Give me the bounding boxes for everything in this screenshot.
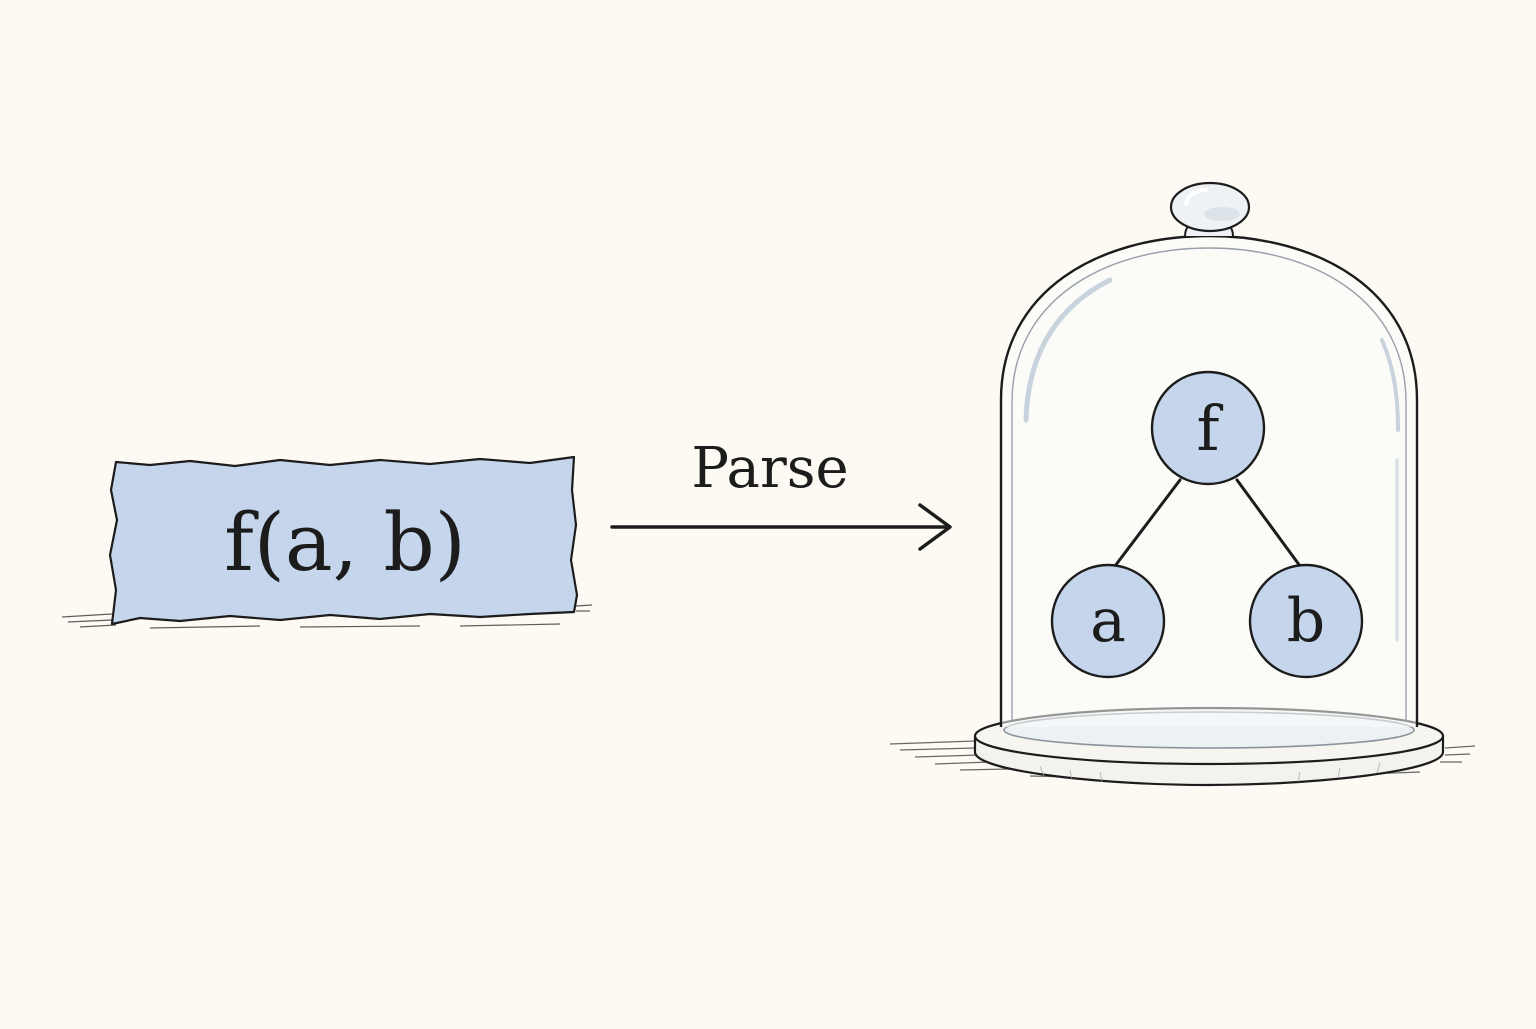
- tree-node-left-label: a: [1090, 586, 1126, 656]
- tree-node-right: b: [1248, 563, 1364, 679]
- dome-highlight-left: [1023, 277, 1113, 423]
- dome-base-texture: [1039, 762, 1381, 783]
- edge-f-a: [1113, 478, 1182, 568]
- tree-node-root: f: [1150, 370, 1266, 486]
- glass-dome-group: [889, 181, 1476, 787]
- tree-node-right-label: b: [1287, 586, 1325, 656]
- dome-knob-shade: [1204, 207, 1240, 221]
- dome-knob-highlight: [1184, 188, 1208, 206]
- expression-text: f(a, b): [224, 496, 466, 589]
- paper-shadow-hatching: [61, 604, 593, 629]
- tree-node-left: a: [1050, 563, 1166, 679]
- expression-paper-group: f(a, b): [61, 455, 593, 629]
- parse-label: Parse: [691, 436, 848, 501]
- edge-f-b: [1235, 478, 1302, 568]
- dome-highlight-right: [1380, 338, 1400, 432]
- dome-knob: [1169, 181, 1251, 233]
- parse-arrow-head: [918, 503, 952, 551]
- tree-node-root-label: f: [1197, 392, 1224, 465]
- parse-arrow-group: Parse: [610, 436, 952, 551]
- syntax-tree: f a b: [1050, 370, 1364, 679]
- expression-paper: [108, 455, 579, 626]
- dome-glass-inner: [1011, 247, 1407, 722]
